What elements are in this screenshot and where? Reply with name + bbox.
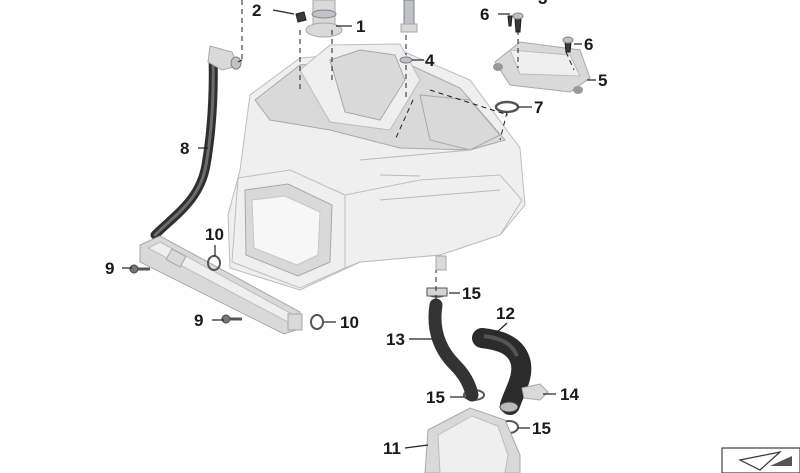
housing xyxy=(227,43,526,291)
callout-10-bottom: 10 xyxy=(340,313,359,332)
callout-4: 4 xyxy=(425,51,435,70)
part-15-clamps xyxy=(426,287,519,434)
part-5-actuator xyxy=(493,41,591,94)
callout-2: 2 xyxy=(252,1,261,20)
part-1-pipe xyxy=(305,0,343,38)
part-13-hose xyxy=(428,298,479,402)
callout-15-top: 15 xyxy=(462,284,481,303)
part-9-10-fasteners xyxy=(129,255,324,330)
part-4-washer xyxy=(399,56,413,64)
part-12-hose xyxy=(472,328,532,415)
view-arrow-icon xyxy=(721,447,800,473)
part-14-clip xyxy=(521,383,549,401)
callout-1: 1 xyxy=(356,17,365,36)
callout-15-mid: 15 xyxy=(426,388,445,407)
part-6-screws xyxy=(507,12,574,53)
callout-12: 12 xyxy=(496,304,515,323)
callout-11: 11 xyxy=(383,439,401,458)
callout-14: 14 xyxy=(560,385,579,404)
callout-6-top: 6 xyxy=(480,5,489,24)
mounting-rail xyxy=(139,235,303,335)
callout-13: 13 xyxy=(386,330,405,349)
part-3-sensor xyxy=(400,0,418,33)
callout-5: 5 xyxy=(598,71,607,90)
callout-15-bottom: 15 xyxy=(532,419,551,438)
callout-3: 3 xyxy=(538,0,547,8)
leader-lines xyxy=(122,9,596,449)
part-2-clip xyxy=(295,11,307,23)
callout-6-right: 6 xyxy=(584,35,593,54)
part-8-hose xyxy=(150,45,242,240)
callout-10-top: 10 xyxy=(205,225,224,244)
callout-9-left: 9 xyxy=(105,259,114,278)
assembly-lines xyxy=(237,0,575,300)
part-11-housing xyxy=(424,407,521,473)
callout-8: 8 xyxy=(180,139,189,158)
callout-7: 7 xyxy=(534,98,543,117)
callout-9-bottom: 9 xyxy=(194,311,203,330)
part-7-oring xyxy=(494,100,520,114)
callouts: 1 2 3 4 5 6 6 6 7 8 9 9 10 10 11 12 13 1… xyxy=(105,0,607,458)
